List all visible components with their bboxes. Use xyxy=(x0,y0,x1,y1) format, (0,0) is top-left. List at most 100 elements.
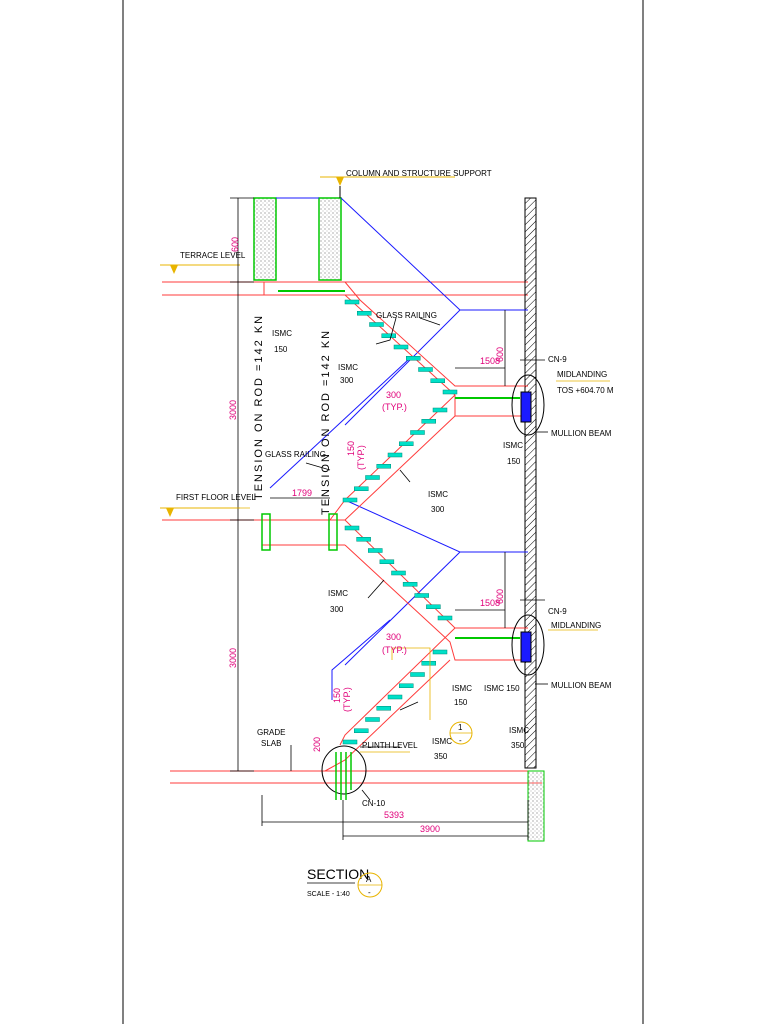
dim-1508-bottom: 1508 xyxy=(480,598,500,608)
dim-1799: 1799 xyxy=(292,488,312,498)
stair-tread xyxy=(430,378,445,383)
leaders xyxy=(290,317,548,801)
base-anchor xyxy=(335,752,352,800)
stair-tread xyxy=(368,548,383,553)
dim-150-top: 150 xyxy=(346,441,356,456)
ismc150-c-label: ISMC xyxy=(452,684,472,693)
stair-tread xyxy=(354,728,369,733)
stair-tread xyxy=(365,475,380,480)
ismc300-a-size: 300 xyxy=(340,376,354,385)
grade-label: GRADE xyxy=(257,728,285,737)
stair-tread xyxy=(399,683,414,688)
tension-left-label: TENSION ON ROD =142 KN xyxy=(253,314,265,500)
detail-circle-top xyxy=(511,374,545,436)
stair-tread xyxy=(432,649,448,655)
stair-tread xyxy=(393,344,409,350)
stair-tread xyxy=(365,717,380,722)
ismc350-b-size: 350 xyxy=(511,741,525,750)
stair-tread xyxy=(421,661,436,666)
stair-tread xyxy=(357,311,372,316)
glass-railing-top-label: GLASS RAILING xyxy=(376,311,437,320)
dim-300-top: 300 xyxy=(386,390,401,400)
dim-600-right-bottom: 600 xyxy=(495,589,505,604)
tos-label: TOS +604.70 M xyxy=(557,386,614,395)
dim-3900: 3900 xyxy=(420,824,440,834)
terrace-level-label: TERRACE LEVEL xyxy=(180,251,246,260)
dimension-lines xyxy=(230,197,529,840)
stair-tread xyxy=(432,407,448,413)
ismc350-a-label: ISMC xyxy=(432,737,452,746)
wall xyxy=(524,197,537,769)
stair-treads xyxy=(342,299,458,745)
section-mark-dash: - xyxy=(368,888,371,897)
typ-top: (TYP.) xyxy=(382,402,407,412)
detail-circle-bottom xyxy=(511,614,545,676)
dim-200: 200 xyxy=(312,737,322,752)
dim-5393: 5393 xyxy=(384,810,404,820)
ismc300-b-label: ISMC xyxy=(428,490,448,499)
stair-tread xyxy=(387,452,403,458)
stair-tread xyxy=(369,322,384,327)
stair-tread xyxy=(342,497,358,503)
midlanding-top-label: MIDLANDING xyxy=(557,370,607,379)
mullion-beam-top xyxy=(520,391,532,423)
stair-tread xyxy=(376,464,391,469)
stair-tread xyxy=(391,570,406,576)
plinth-level-label: PLINTH LEVEL xyxy=(362,741,418,750)
ismc150-d-label: ISMC 150 xyxy=(484,684,520,693)
glass-railing-mid-label: GLASS RAILING xyxy=(265,450,326,459)
dim-600-right-top: 600 xyxy=(495,347,505,362)
stair-tread xyxy=(421,419,436,424)
ismc150-b-label: ISMC xyxy=(503,441,523,450)
stair-tread xyxy=(354,486,369,491)
stair-tread xyxy=(442,389,458,395)
scale-label: SCALE - 1:40 xyxy=(307,891,350,898)
stair-tread xyxy=(406,356,421,361)
stair-tread xyxy=(414,593,429,598)
dim-600-top: 600 xyxy=(230,237,240,252)
column-support-label: COLUMN AND STRUCTURE SUPPORT xyxy=(346,169,492,178)
ismc300-b-size: 300 xyxy=(431,505,445,514)
typ-bottom-vertical: (TYP.) xyxy=(342,687,352,712)
stair-tread xyxy=(387,694,403,700)
cn10-label: CN-10 xyxy=(362,799,386,808)
railing-lines xyxy=(269,197,528,700)
landing-beams xyxy=(261,290,520,639)
ismc150-a-label: ISMC xyxy=(272,329,292,338)
cn9-top-label: CN-9 xyxy=(548,355,567,364)
cn9-bottom-label: CN-9 xyxy=(548,607,567,616)
level-markers xyxy=(160,176,455,517)
tension-right-label: TENSION ON ROD =142 KN xyxy=(320,329,332,515)
dim-3000-top: 3000 xyxy=(228,400,238,420)
stair-tread xyxy=(426,604,441,609)
ismc150-b-size: 150 xyxy=(507,457,521,466)
stair-tread xyxy=(410,430,425,435)
typ-bottom: (TYP.) xyxy=(382,645,407,655)
typ-top-vertical: (TYP.) xyxy=(356,445,366,470)
midlanding-bottom-label: MIDLANDING xyxy=(551,621,601,630)
ismc150-a-size: 150 xyxy=(274,345,288,354)
ismc300-c-label: ISMC xyxy=(328,589,348,598)
stair-tread xyxy=(381,333,396,338)
section-title: SECTION xyxy=(307,866,369,882)
mullion-top-label: MULLION BEAM xyxy=(551,429,612,438)
section-mark: A xyxy=(366,875,372,884)
ismc300-a-label: ISMC xyxy=(338,363,358,372)
stair-tread xyxy=(344,525,360,531)
detail-dash: - xyxy=(459,736,462,745)
dim-3000-bottom: 3000 xyxy=(228,648,238,668)
stair-tread xyxy=(437,615,453,621)
dim-1508-top: 1508 xyxy=(480,356,500,366)
slab-label: SLAB xyxy=(261,739,281,748)
stair-tread xyxy=(418,367,433,372)
stair-tread xyxy=(356,537,371,542)
mullion-beam-bottom xyxy=(520,631,532,663)
stair-tread xyxy=(399,441,414,446)
stair-tread xyxy=(376,706,391,711)
detail-circle-base xyxy=(321,745,367,795)
stair-tread xyxy=(410,672,425,677)
stair-tread xyxy=(344,299,360,305)
mullion-bottom-label: MULLION BEAM xyxy=(551,681,612,690)
stair-tread xyxy=(342,739,358,745)
